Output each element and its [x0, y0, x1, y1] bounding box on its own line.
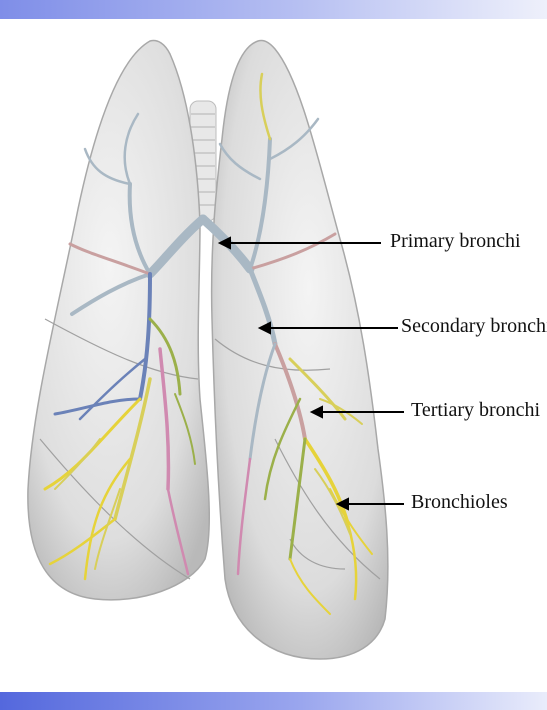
label-primary-bronchi: Primary bronchi — [390, 230, 521, 253]
label-bronchioles: Bronchioles — [411, 491, 508, 514]
footer-band — [0, 692, 547, 710]
label-tertiary-bronchi: Tertiary bronchi — [411, 399, 540, 422]
left-lung — [28, 41, 209, 600]
label-secondary-bronchi: Secondary bronchi — [401, 315, 547, 338]
header-band — [0, 0, 547, 19]
lungs-diagram — [0, 19, 547, 692]
